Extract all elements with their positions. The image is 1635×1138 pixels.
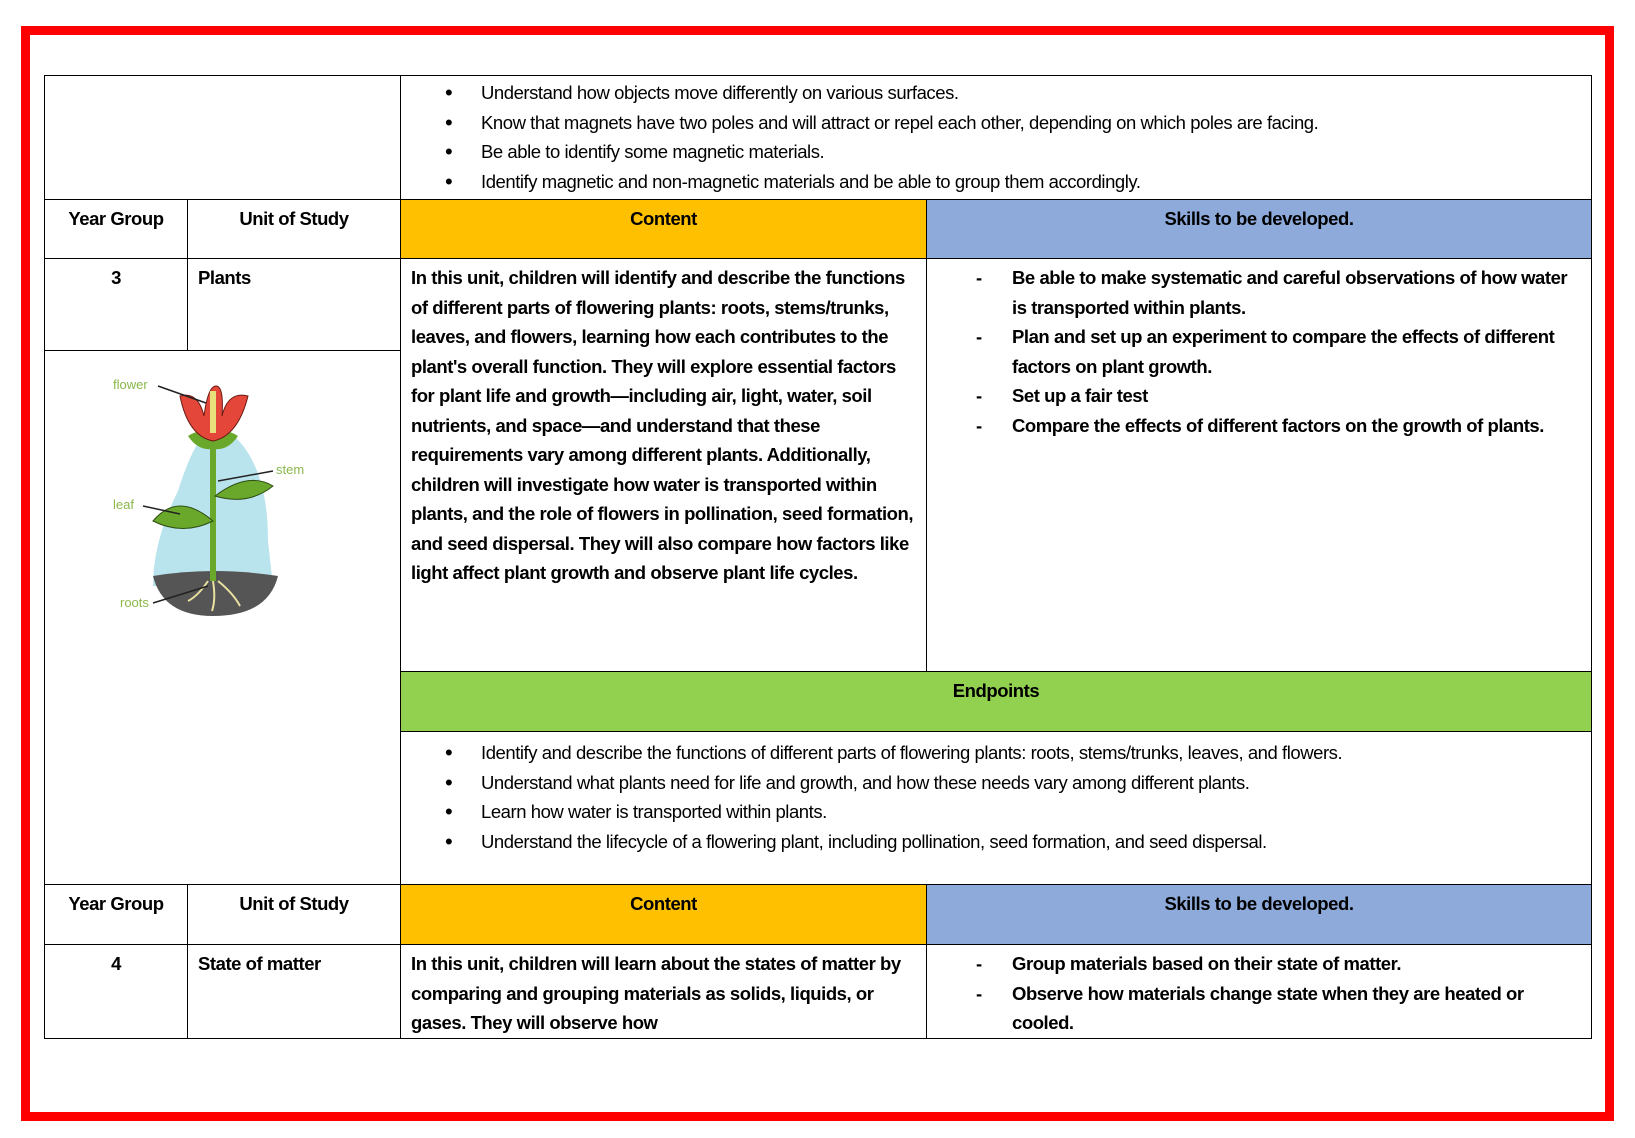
previous-endpoints-row: Understand how objects move differently … [44,75,1592,200]
unit-cell: Plants [187,258,401,351]
label-leaf: leaf [113,497,134,512]
list-item: Understand the lifecycle of a flowering … [445,827,1581,857]
header-row: Year Group Unit of Study Content Skills … [44,884,1592,945]
unit-row-year4: 4 State of matter In this unit, children… [44,944,1592,1039]
plant-diagram-image: flower stem leaf roots [113,377,304,616]
list-item: Be able to make systematic and careful o… [976,263,1581,322]
plant-image-cell: flower stem leaf roots [44,350,401,885]
list-item: Set up a fair test [976,381,1581,411]
header-unit: Unit of Study [187,884,401,945]
header-content: Content [400,199,927,259]
skills-list: Be able to make systematic and careful o… [937,263,1581,440]
unit-row-year3: 3 Plants In this unit, children will ide… [44,258,1592,672]
list-item: Understand what plants need for life and… [445,768,1581,798]
list-item: Learn how water is transported within pl… [445,797,1581,827]
list-item: Compare the effects of different factors… [976,411,1581,441]
list-item: Plan and set up an experiment to compare… [976,322,1581,381]
empty-cell [44,75,401,200]
header-endpoints: Endpoints [400,671,1592,732]
curriculum-table: Understand how objects move differently … [44,75,1592,1039]
page-border [21,26,1614,1121]
header-skills: Skills to be developed. [926,199,1592,259]
year-cell: 3 [44,258,188,351]
header-content: Content [400,884,927,945]
list-item: Identify and describe the functions of d… [445,738,1581,768]
list-item: Identify magnetic and non-magnetic mater… [445,167,1581,197]
content-cell: In this unit, children will learn about … [400,944,927,1039]
previous-endpoints-list: Understand how objects move differently … [411,78,1581,196]
list-item: Be able to identify some magnetic materi… [445,137,1581,167]
list-item: Understand how objects move differently … [445,78,1581,108]
content-cell: In this unit, children will identify and… [400,258,927,672]
label-roots: roots [120,595,149,610]
endpoints-list: Identify and describe the functions of d… [411,738,1581,856]
year-cell: 4 [44,944,188,1039]
list-item: Observe how materials change state when … [976,979,1581,1038]
header-skills: Skills to be developed. [926,884,1592,945]
header-year-group: Year Group [44,199,188,259]
label-stem: stem [276,462,304,477]
header-year-group: Year Group [44,884,188,945]
skills-list: Group materials based on their state of … [937,949,1581,1038]
unit-cell: State of matter [187,944,401,1039]
list-item: Know that magnets have two poles and wil… [445,108,1581,138]
list-item: Group materials based on their state of … [976,949,1581,979]
label-flower: flower [113,377,148,392]
header-unit: Unit of Study [187,199,401,259]
header-row: Year Group Unit of Study Content Skills … [44,199,1592,259]
